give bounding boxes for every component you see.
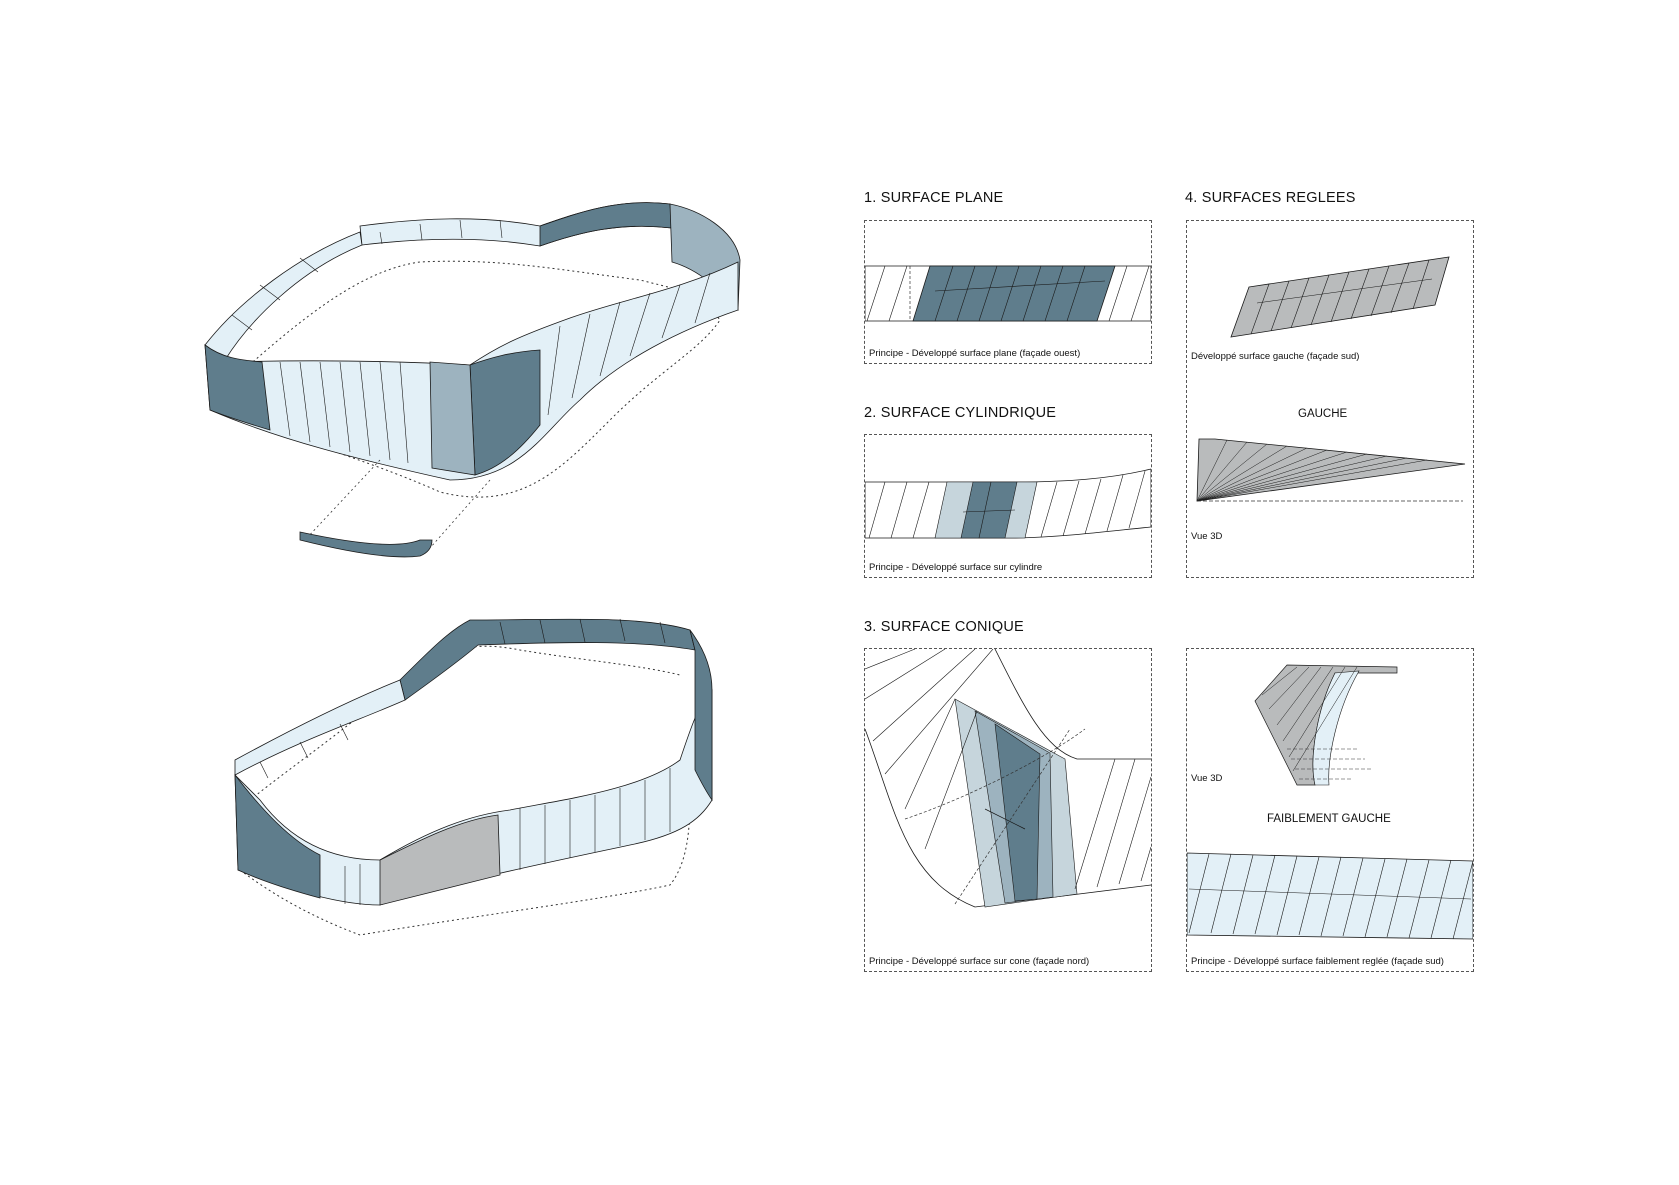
lower-model xyxy=(234,618,713,936)
faible-developpe xyxy=(1187,852,1473,940)
upper-band-back-dark xyxy=(539,202,673,247)
upper-band-front-mid xyxy=(429,361,476,476)
cone-outline xyxy=(865,649,1151,908)
panel-surface-conique: Principe - Développé surface sur cone (f… xyxy=(864,648,1152,972)
caption-surface-faiblement-gauche: Principe - Développé surface faiblement … xyxy=(1191,956,1444,967)
gauche-vue3d-hatch xyxy=(1196,439,1428,502)
upper-detail-strip xyxy=(299,531,433,558)
upper-model xyxy=(204,202,741,558)
caption-surface-plane: Principe - Développé surface plane (faça… xyxy=(869,348,1081,359)
faible-developpe-hatch xyxy=(1188,853,1473,940)
lower-band-right xyxy=(689,629,713,802)
caption-surface-cylindrique: Principe - Développé surface sur cylindr… xyxy=(869,562,1043,573)
gauche-developpe-ticks xyxy=(1256,278,1433,304)
diagram-surface-cylindrique xyxy=(865,468,1151,539)
gauche-vue3d xyxy=(1196,438,1466,502)
label-faiblement-gauche: FAIBLEMENT GAUCHE xyxy=(1267,813,1391,825)
panel-surface-plane: Principe - Développé surface plane (faça… xyxy=(864,220,1152,364)
diagram-surface-faiblement-gauche xyxy=(1187,664,1473,940)
upper-projection-lines xyxy=(304,459,491,549)
cyl-dim xyxy=(962,509,1016,513)
diagram-surface-gauche xyxy=(1196,256,1466,502)
caption-surface-conique: Principe - Développé surface sur cone (f… xyxy=(869,956,1090,967)
cone-dark xyxy=(994,723,1041,902)
label-vue3d-gauche: Vue 3D xyxy=(1191,531,1223,542)
diagram-surface-plane xyxy=(865,265,1151,322)
label-gauche: GAUCHE xyxy=(1298,408,1348,420)
axonometric-facade-models xyxy=(204,202,741,936)
lower-band-left xyxy=(234,679,406,776)
cyl-hatch xyxy=(868,470,1146,539)
cyl-strip-dark xyxy=(960,481,1018,539)
diagram-surface-conique xyxy=(865,649,1151,909)
upper-band-corner-dark xyxy=(204,344,271,431)
cone-dim xyxy=(984,808,1026,830)
lower-band-front-grey xyxy=(379,814,501,906)
title-surface-cylindrique: 2. SURFACE CYLINDRIQUE xyxy=(864,405,1057,421)
title-surfaces-reglees: 4. SURFACES REGLEES xyxy=(1185,190,1356,206)
caption-surface-gauche: Développé surface gauche (façade sud) xyxy=(1191,351,1360,362)
panel-surface-faiblement-gauche: Vue 3D FAIBLEMENT GAUCHE Principe - Déve… xyxy=(1186,648,1474,972)
lower-band-front-dark xyxy=(234,773,321,899)
lower-band-back xyxy=(399,618,696,701)
cone-hatch xyxy=(865,649,1151,890)
faible-vue3d-hatch xyxy=(1261,666,1358,772)
lower-footprint-outline xyxy=(239,789,691,936)
panel-surface-cylindrique: Principe - Développé surface sur cylindr… xyxy=(864,434,1152,578)
plane-hatch xyxy=(866,265,1150,322)
gauche-developpe-hatch xyxy=(1250,259,1430,335)
label-vue3d-faible: Vue 3D xyxy=(1191,773,1223,784)
plane-ticks xyxy=(934,280,1106,292)
title-surface-conique: 3. SURFACE CONIQUE xyxy=(864,619,1024,635)
upper-hatch xyxy=(231,219,711,464)
upper-band-front-dark xyxy=(469,349,541,476)
cone-guides xyxy=(904,728,1086,905)
upper-band-left xyxy=(204,231,363,361)
panel-surface-gauche: Développé surface gauche (façade sud) GA… xyxy=(1186,220,1474,578)
plane-strip-dark xyxy=(912,265,1116,322)
lower-hatch xyxy=(259,618,671,905)
title-surface-plane: 1. SURFACE PLANE xyxy=(864,190,1004,206)
faible-vue3d-levels xyxy=(1287,748,1373,780)
faible-developpe-ticks xyxy=(1188,888,1472,900)
